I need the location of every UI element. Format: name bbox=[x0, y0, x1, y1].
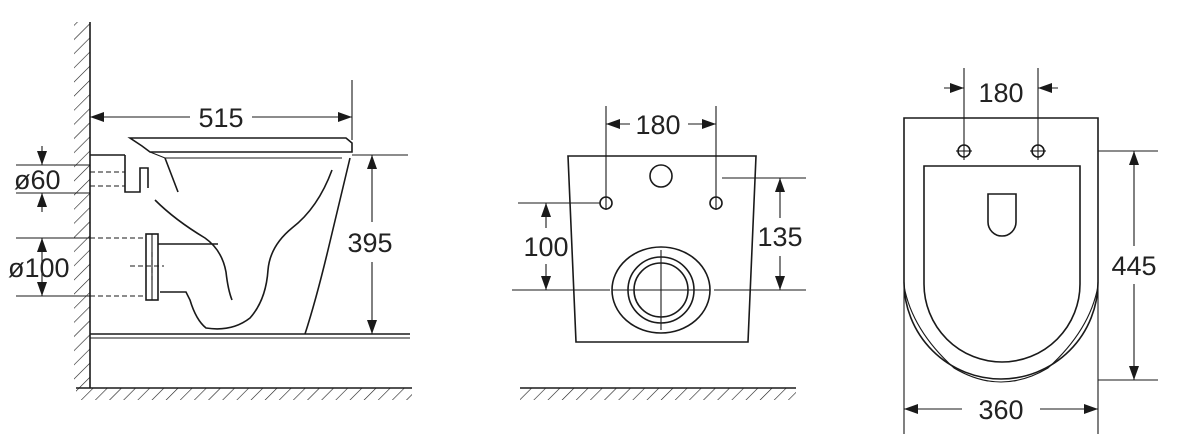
label-top-180: 180 bbox=[978, 78, 1023, 108]
dim-length-515: 515 bbox=[90, 80, 353, 140]
floor-side bbox=[76, 387, 412, 400]
side-view: 515 395 ø60 ø100 bbox=[8, 22, 412, 400]
dim-top-length-445: 445 bbox=[1098, 150, 1158, 381]
dim-top-bolt-spacing-180: 180 bbox=[944, 68, 1058, 160]
inlet-pipe-dashed bbox=[90, 171, 125, 187]
label-rear-135: 135 bbox=[757, 222, 802, 252]
outlet-pipe-dashed bbox=[90, 237, 164, 297]
label-top-445: 445 bbox=[1111, 251, 1156, 281]
toilet-rear-body bbox=[567, 155, 757, 343]
top-view: 180 445 360 bbox=[903, 68, 1158, 434]
label-rear-100: 100 bbox=[523, 232, 568, 262]
floor-rear bbox=[520, 387, 796, 400]
wall bbox=[74, 22, 91, 388]
dim-outlet-ø100: ø100 bbox=[8, 237, 90, 297]
label-ø60: ø60 bbox=[14, 165, 61, 195]
toilet-top-body bbox=[903, 117, 1099, 383]
dim-rear-bolt-spacing-180: 180 bbox=[605, 106, 717, 210]
label-395: 395 bbox=[347, 228, 392, 258]
dim-height-395: 395 bbox=[347, 154, 408, 334]
rear-view: 180 135 100 bbox=[512, 106, 806, 400]
label-rear-180: 180 bbox=[635, 110, 680, 140]
label-515: 515 bbox=[198, 103, 243, 133]
dim-top-width-360: 360 bbox=[903, 282, 1099, 434]
label-top-360: 360 bbox=[978, 395, 1023, 425]
dim-inlet-ø60: ø60 bbox=[14, 146, 90, 212]
label-ø100: ø100 bbox=[8, 253, 70, 283]
dim-rear-bolt-height-135: 135 bbox=[714, 177, 806, 291]
dim-rear-outlet-height-100: 100 bbox=[512, 202, 610, 291]
